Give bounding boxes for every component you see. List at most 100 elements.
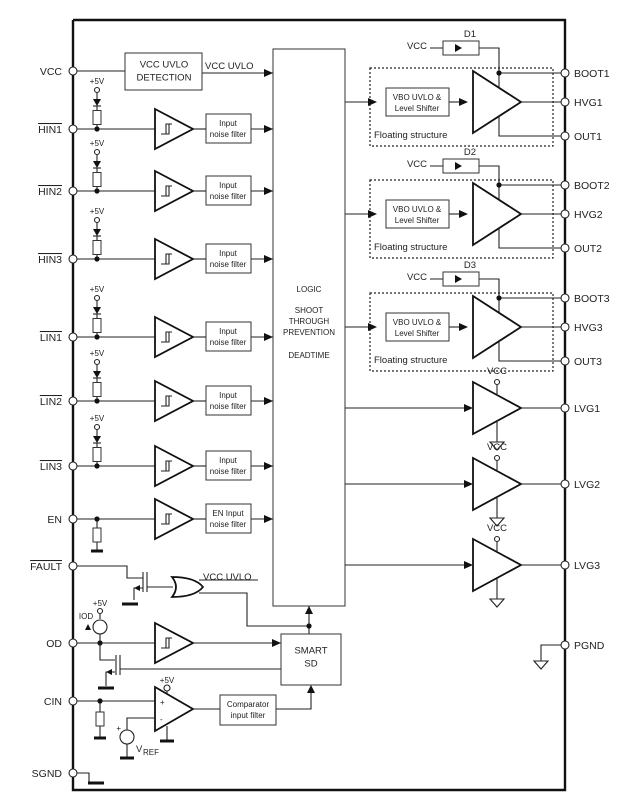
ground-icon bbox=[488, 441, 506, 451]
filter-label: Input bbox=[219, 327, 238, 336]
uvlo-detection-label: VCC UVLO bbox=[140, 60, 189, 71]
diode-label: D2 bbox=[464, 147, 476, 158]
pin-pgnd bbox=[560, 640, 570, 650]
pin-label-hvg1: HVG1 bbox=[574, 97, 603, 109]
iod-label: IOD bbox=[79, 612, 93, 621]
floating-structure-label: Floating structure bbox=[374, 130, 447, 141]
pin-lin2 bbox=[68, 396, 78, 406]
level-shifter-label: VBO UVLO & bbox=[393, 93, 442, 102]
hysteresis-icon bbox=[163, 514, 170, 525]
supply-terminal bbox=[93, 86, 101, 94]
plus5v-label: +5V bbox=[93, 599, 108, 608]
pin-boot3 bbox=[560, 293, 570, 303]
labels: VCCHIN1HIN2HIN3LIN1LIN2LIN3ENFAULTODCINS… bbox=[30, 29, 610, 780]
level-shifter-block bbox=[385, 87, 450, 117]
arrow-right-icon bbox=[264, 187, 273, 195]
arrow-right-icon bbox=[459, 210, 468, 218]
hysteresis-icon bbox=[163, 124, 170, 135]
arrow-up-icon bbox=[305, 606, 313, 614]
logic-label: THROUGH bbox=[289, 317, 330, 326]
vcc-label: VCC bbox=[407, 272, 427, 283]
hysteresis-icon bbox=[163, 186, 170, 197]
level-shifter-block bbox=[385, 199, 450, 229]
diode-icon bbox=[93, 161, 101, 168]
package-outline bbox=[71, 18, 567, 792]
diode-icon bbox=[93, 99, 101, 106]
level-shifter-label: VBO UVLO & bbox=[393, 318, 442, 327]
pin-label-out3: OUT3 bbox=[574, 356, 602, 368]
supply-terminal bbox=[93, 148, 101, 156]
arrow-right-icon bbox=[368, 98, 377, 106]
pin-out1 bbox=[560, 131, 570, 141]
level-shifter-label: Level Shifter bbox=[395, 329, 440, 338]
schmitt-buffer-icon bbox=[154, 497, 195, 541]
pin-label-hin3: HIN3 bbox=[38, 254, 62, 266]
arrow-right-icon bbox=[464, 480, 473, 488]
logic-label: LOGIC bbox=[297, 285, 322, 294]
junction-dot bbox=[94, 398, 100, 404]
logic-label: DEADTIME bbox=[288, 351, 329, 360]
vcc-uvlo-detection-block bbox=[124, 52, 203, 91]
pin-hvg1 bbox=[560, 97, 570, 107]
vcc-uvlo-signal-label: VCC UVLO bbox=[205, 61, 254, 72]
filter-label: Input bbox=[219, 391, 238, 400]
filter-label: input filter bbox=[231, 711, 266, 720]
hysteresis-icon bbox=[163, 461, 170, 472]
arrow-right-icon bbox=[272, 639, 281, 647]
vref-source-icon bbox=[119, 729, 135, 745]
diode-icon bbox=[455, 44, 462, 52]
level-shifter-block bbox=[385, 312, 450, 342]
wire bbox=[498, 341, 561, 362]
diode-label: D3 bbox=[464, 260, 476, 271]
input-noise-filter bbox=[205, 113, 252, 144]
floating-structure-region bbox=[369, 67, 554, 147]
pin-label-out1: OUT1 bbox=[574, 131, 602, 143]
arrow-right-icon bbox=[459, 323, 468, 331]
pin-label-fault: FAULT bbox=[30, 561, 62, 573]
arrow-up-icon bbox=[307, 685, 315, 693]
wire bbox=[77, 565, 143, 579]
pin-label-od: OD bbox=[46, 638, 62, 650]
pin-en bbox=[68, 514, 78, 524]
schmitt-buffer-icon bbox=[154, 379, 195, 423]
junction-dot bbox=[94, 188, 100, 194]
arrow-right-icon bbox=[264, 125, 273, 133]
pin-label-sgnd: SGND bbox=[32, 768, 63, 780]
floating-structure-region bbox=[369, 179, 554, 259]
pin-out2 bbox=[560, 243, 570, 253]
arrow-right-icon bbox=[264, 462, 273, 470]
junction-dot bbox=[496, 70, 502, 76]
arrow-right-icon bbox=[264, 333, 273, 341]
pin-label-lin1: LIN1 bbox=[40, 332, 62, 344]
pin-hin3 bbox=[68, 254, 78, 264]
pin-boot1 bbox=[560, 68, 570, 78]
resistor-icon bbox=[92, 172, 102, 187]
diode-icon bbox=[455, 275, 462, 283]
hysteresis-icon bbox=[163, 254, 170, 265]
resistor-icon bbox=[92, 318, 102, 333]
or-gate-icon bbox=[170, 576, 205, 598]
junction-dot bbox=[306, 623, 312, 629]
hysteresis-icon bbox=[163, 638, 170, 649]
logic-block bbox=[272, 48, 346, 607]
supply-terminal bbox=[93, 423, 101, 431]
pin-label-boot2: BOOT2 bbox=[574, 180, 610, 192]
wire bbox=[498, 116, 561, 137]
pin-label-hin2: HIN2 bbox=[38, 186, 62, 198]
supply-terminal bbox=[163, 684, 171, 692]
vcc-terminal bbox=[493, 454, 501, 462]
low-side-driver-icon bbox=[472, 456, 523, 512]
junction-dot bbox=[97, 698, 103, 704]
vref-sub-label: REF bbox=[143, 748, 159, 757]
pin-lvg3 bbox=[560, 560, 570, 570]
arrow-right-icon bbox=[464, 404, 473, 412]
pin-label-vcc: VCC bbox=[40, 66, 63, 78]
wire bbox=[126, 717, 155, 730]
en-input-noise-filter bbox=[205, 503, 252, 534]
pin-label-hvg3: HVG3 bbox=[574, 322, 603, 334]
diode-icon bbox=[93, 307, 101, 314]
floating-structure-label: Floating structure bbox=[374, 242, 447, 253]
pin-out3 bbox=[560, 356, 570, 366]
uvlo-detection-label: DETECTION bbox=[137, 73, 192, 84]
pin-label-lvg1: LVG1 bbox=[574, 403, 600, 415]
